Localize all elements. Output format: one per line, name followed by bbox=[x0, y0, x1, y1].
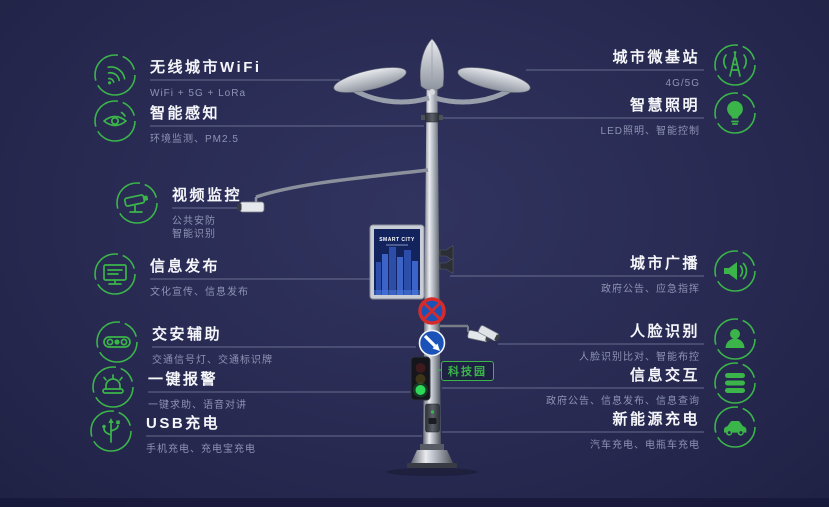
billboard: SMART CITY bbox=[369, 224, 425, 300]
feature-sensing: 智能感知 环境监测、PM2.5 bbox=[93, 99, 239, 146]
bulb-icon bbox=[713, 91, 757, 135]
lamp-head bbox=[333, 38, 531, 105]
feature-desc: 人脸识别比对、智能布控 bbox=[579, 352, 700, 363]
screen-icon bbox=[93, 252, 137, 296]
direction-sign bbox=[418, 329, 446, 357]
feature-info-publish: 信息发布 文化宣传、信息发布 bbox=[93, 252, 249, 299]
ev-car-icon bbox=[713, 405, 757, 449]
feature-traffic-assist: 交安辅助 交通信号灯、交通标识牌 bbox=[95, 320, 273, 367]
access-panel bbox=[425, 403, 440, 433]
traffic-light bbox=[410, 356, 431, 401]
feature-title: 信息发布 bbox=[150, 258, 221, 275]
dual-cameras bbox=[440, 324, 501, 342]
env-sensor bbox=[421, 112, 443, 123]
feature-desc: 交通信号灯、交通标识牌 bbox=[152, 355, 273, 366]
feature-desc: 汽车充电、电瓶车充电 bbox=[590, 440, 700, 451]
face-icon bbox=[713, 317, 757, 361]
wifi-icon bbox=[93, 53, 137, 97]
traffic-signal-icon bbox=[95, 320, 139, 364]
feature-title: 信息交互 bbox=[629, 367, 700, 384]
tech-park-tag: 科技园 bbox=[441, 361, 494, 381]
feature-title: 城市微基站 bbox=[612, 49, 700, 66]
feature-title: 交安辅助 bbox=[152, 326, 223, 343]
feature-desc: 政府公告、应急指挥 bbox=[601, 284, 700, 295]
cctv-camera bbox=[237, 168, 429, 213]
pole-base bbox=[386, 444, 478, 476]
billboard-title: SMART CITY bbox=[379, 237, 415, 243]
feature-title: 新能源充电 bbox=[612, 411, 700, 428]
feature-face-recognition: 人脸识别 人脸识别比对、智能布控 bbox=[579, 317, 757, 364]
feature-title: 无线城市WiFi bbox=[150, 59, 262, 76]
feature-alarm: 一键报警 一键求助、语音对讲 bbox=[91, 365, 247, 412]
feature-desc: WiFi + 5G + LoRa bbox=[150, 88, 247, 99]
feature-title: 城市广播 bbox=[629, 255, 700, 272]
feature-title: USB充电 bbox=[146, 415, 221, 432]
feature-title: 视频监控 bbox=[172, 187, 243, 204]
feature-ev-charging: 新能源充电 汽车充电、电瓶车充电 bbox=[590, 405, 757, 452]
speaker-icon bbox=[713, 249, 757, 293]
feature-desc: 4G/5G bbox=[665, 78, 700, 89]
feature-title: 智慧照明 bbox=[629, 97, 700, 114]
sensing-icon bbox=[93, 99, 137, 143]
feature-desc: 公共安防 智能识别 bbox=[172, 216, 216, 240]
bottom-shadow bbox=[0, 498, 829, 507]
feature-smart-lighting: 智慧照明 LED照明、智能控制 bbox=[600, 91, 757, 138]
feature-micro-basestation: 城市微基站 4G/5G bbox=[612, 43, 757, 90]
cctv-camera-icon bbox=[115, 181, 159, 225]
feature-title: 智能感知 bbox=[150, 105, 221, 122]
feature-usb-charging: USB充电 手机充电、充电宝充电 bbox=[89, 409, 256, 456]
feature-desc: 手机充电、充电宝充电 bbox=[146, 444, 256, 455]
usb-icon bbox=[89, 409, 133, 453]
feature-info-interaction: 信息交互 政府公告、信息发布、信息查询 bbox=[546, 361, 757, 408]
antenna-icon bbox=[713, 43, 757, 87]
feature-title: 一键报警 bbox=[148, 371, 219, 388]
feature-video-surveillance: 视频监控 公共安防 智能识别 bbox=[115, 181, 243, 241]
feature-wifi: 无线城市WiFi WiFi + 5G + LoRa bbox=[93, 53, 262, 100]
feature-title: 人脸识别 bbox=[629, 323, 700, 340]
alarm-icon bbox=[91, 365, 135, 409]
feature-desc: 一键求助、语音对讲 bbox=[148, 400, 247, 411]
feature-desc: LED照明、智能控制 bbox=[600, 126, 700, 137]
feature-desc: 文化宣传、信息发布 bbox=[150, 287, 249, 298]
connector-lines bbox=[146, 69, 704, 437]
speaker bbox=[439, 244, 454, 275]
feature-desc: 政府公告、信息发布、信息查询 bbox=[546, 396, 700, 407]
interaction-icon bbox=[713, 361, 757, 405]
feature-desc: 环境监测、PM2.5 bbox=[150, 134, 239, 145]
feature-city-broadcast: 城市广播 政府公告、应急指挥 bbox=[601, 249, 757, 296]
no-stopping-sign bbox=[418, 297, 446, 325]
